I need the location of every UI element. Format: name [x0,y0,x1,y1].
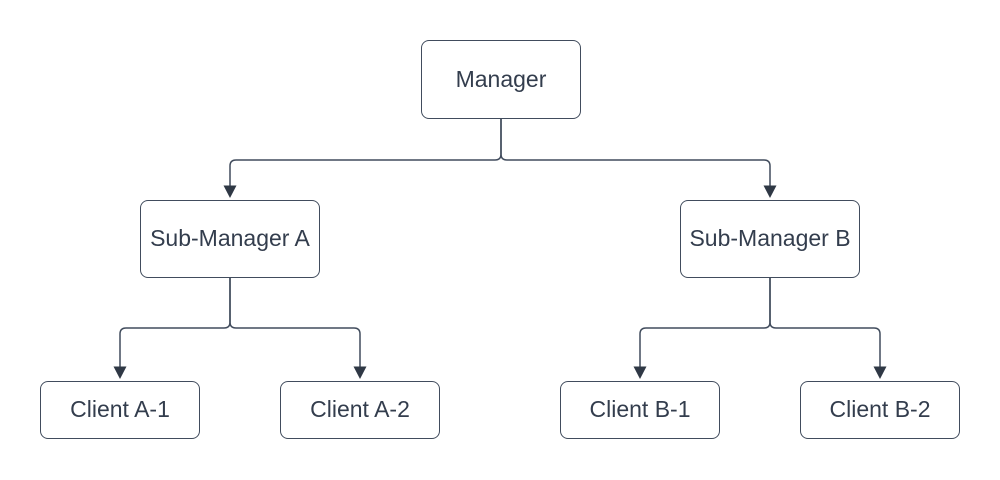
edge-sub-manager-a-to-client-a-1 [119,278,231,367]
node-manager[interactable]: Manager [421,40,581,119]
arrowhead-client-a-2-icon [353,366,367,379]
node-sub-manager-b-label: Sub-Manager B [689,225,851,252]
edge-sub-manager-b-to-client-b-2 [769,278,881,367]
node-client-a-2-label: Client A-2 [310,396,410,423]
node-client-a-1-label: Client A-1 [70,396,170,423]
edge-manager-to-sub-manager-a [229,119,502,186]
arrowhead-sub-manager-b-icon [763,185,777,198]
arrowhead-client-b-1-icon [633,366,647,379]
node-client-a-1[interactable]: Client A-1 [40,381,200,439]
node-client-b-2-label: Client B-2 [829,396,931,423]
node-client-b-1[interactable]: Client B-1 [560,381,720,439]
arrowhead-client-a-1-icon [113,366,127,379]
node-sub-manager-b[interactable]: Sub-Manager B [680,200,860,278]
edge-manager-to-sub-manager-b [500,119,771,186]
edge-sub-manager-a-to-client-a-2 [229,278,361,367]
node-client-b-2[interactable]: Client B-2 [800,381,960,439]
node-sub-manager-a[interactable]: Sub-Manager A [140,200,320,278]
node-manager-label: Manager [455,65,547,92]
edge-sub-manager-b-to-client-b-1 [639,278,771,367]
node-client-a-2[interactable]: Client A-2 [280,381,440,439]
node-sub-manager-a-label: Sub-Manager A [150,225,310,252]
arrowhead-client-b-2-icon [873,366,887,379]
node-client-b-1-label: Client B-1 [589,396,691,423]
arrowhead-sub-manager-a-icon [223,185,237,198]
